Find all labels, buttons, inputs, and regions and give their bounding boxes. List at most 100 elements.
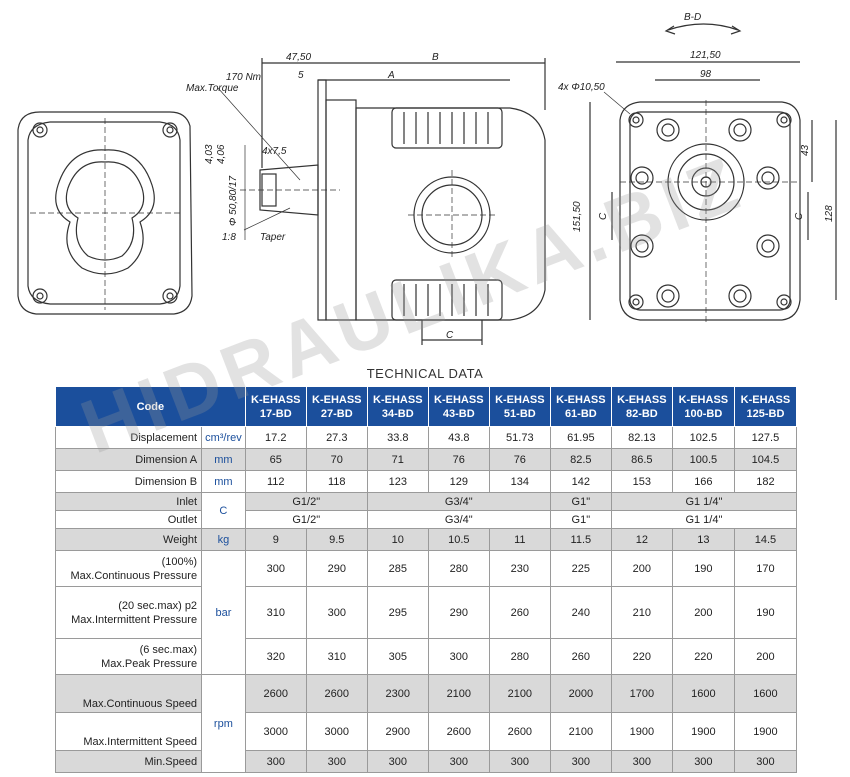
value-cell: 153 xyxy=(610,470,673,493)
value-cell: 1900 xyxy=(671,712,735,751)
unit-cell: cm³/rev xyxy=(201,426,246,449)
value-cell: G3/4" xyxy=(366,492,551,511)
unit-cell: rpm xyxy=(201,674,246,773)
value-cell: 1900 xyxy=(733,712,798,751)
value-cell: 225 xyxy=(549,550,612,587)
value-cell: 1600 xyxy=(671,674,735,713)
value-cell: 260 xyxy=(549,638,612,675)
value-cell: 285 xyxy=(366,550,429,587)
value-cell: 61.95 xyxy=(549,426,612,449)
value-cell: 310 xyxy=(244,586,307,639)
value-cell: 27.3 xyxy=(305,426,368,449)
value-cell: 2000 xyxy=(549,674,612,713)
value-cell: 65 xyxy=(244,448,307,471)
value-cell: 129 xyxy=(427,470,490,493)
value-cell: 300 xyxy=(244,550,307,587)
side-view-drawing xyxy=(217,58,546,345)
value-cell: G3/4" xyxy=(366,510,551,529)
value-cell: 2600 xyxy=(427,712,490,751)
value-cell: 2600 xyxy=(488,712,551,751)
unit-cell: bar xyxy=(201,550,246,675)
value-cell: 86.5 xyxy=(610,448,673,471)
row-label: Max.Intermittent Speed xyxy=(54,712,203,751)
value-cell: 14.5 xyxy=(733,528,798,551)
code-header: Code xyxy=(55,386,246,427)
dim-47-50: 47,50 xyxy=(286,52,311,63)
dim-170nm: 170 Nm xyxy=(226,72,261,83)
value-cell: 305 xyxy=(366,638,429,675)
dim-c-right: C xyxy=(794,212,805,220)
dim-c-left: C xyxy=(598,212,609,220)
value-cell: 71 xyxy=(366,448,429,471)
value-cell: 290 xyxy=(305,550,368,587)
dimension-a-row: Dimension A mm 65 70 71 76 76 82.5 86.5 … xyxy=(54,448,798,471)
value-cell: 76 xyxy=(488,448,551,471)
min-speed-row: Min.Speed 300 300 300 300 300 300 300 30… xyxy=(54,750,798,773)
value-cell: 2900 xyxy=(366,712,429,751)
value-cell: 170 xyxy=(733,550,798,587)
value-cell: 76 xyxy=(427,448,490,471)
value-cell: 118 xyxy=(305,470,368,493)
value-cell: 230 xyxy=(488,550,551,587)
value-cell: 210 xyxy=(610,586,673,639)
value-cell: 190 xyxy=(733,586,798,639)
value-cell: 290 xyxy=(427,586,490,639)
value-cell: 300 xyxy=(244,750,307,773)
value-cell: 51.73 xyxy=(488,426,551,449)
row-label: Displacement xyxy=(54,426,203,449)
value-cell: G1/2" xyxy=(244,510,368,529)
dim-4-03: 4,03 xyxy=(204,144,215,164)
row-label: Dimension B xyxy=(54,470,203,493)
value-cell: 300 xyxy=(427,638,490,675)
max-continuous-pressure-row: (100%)Max.Continuous Pressure bar 300 29… xyxy=(54,550,798,675)
row-label: Inlet xyxy=(54,492,203,511)
value-cell: 280 xyxy=(427,550,490,587)
value-cell: 134 xyxy=(488,470,551,493)
dim-c-side: C xyxy=(446,330,454,341)
value-cell: G1 1/4" xyxy=(610,492,798,511)
value-cell: G1" xyxy=(549,510,612,529)
value-cell: 33.8 xyxy=(366,426,429,449)
value-cell: 300 xyxy=(671,750,735,773)
value-cell: 300 xyxy=(610,750,673,773)
value-cell: 2600 xyxy=(244,674,307,713)
value-cell: 182 xyxy=(733,470,798,493)
value-cell: 70 xyxy=(305,448,368,471)
dim-4-06: 4,06 xyxy=(216,144,227,164)
value-cell: 104.5 xyxy=(733,448,798,471)
unit-cell: mm xyxy=(201,470,246,493)
dim-43: 43 xyxy=(800,144,811,156)
value-cell: 300 xyxy=(488,750,551,773)
max-intermittent-speed-row: Max.Intermittent Speed 3000 3000 2900 26… xyxy=(54,712,798,751)
value-cell: 200 xyxy=(733,638,798,675)
value-cell: G1" xyxy=(549,492,612,511)
value-cell: 200 xyxy=(610,550,673,587)
value-cell: 9.5 xyxy=(305,528,368,551)
taper-ratio: 1:8 xyxy=(222,232,236,243)
value-cell: 2300 xyxy=(366,674,429,713)
value-cell: 123 xyxy=(366,470,429,493)
max-torque-label: Max.Torque xyxy=(186,83,239,94)
dim-98: 98 xyxy=(700,69,712,80)
value-cell: G1/2" xyxy=(244,492,368,511)
row-label: Weight xyxy=(54,528,203,551)
value-cell: 200 xyxy=(671,586,735,639)
value-cell: 82.5 xyxy=(549,448,612,471)
value-cell: 240 xyxy=(549,586,612,639)
dim-121-50: 121,50 xyxy=(690,50,721,61)
value-cell: 13 xyxy=(671,528,735,551)
value-cell: 300 xyxy=(733,750,798,773)
hole-spec: 4x Φ10,50 xyxy=(558,82,605,93)
value-cell: 17.2 xyxy=(244,426,307,449)
value-cell: 10.5 xyxy=(427,528,490,551)
value-cell: 127.5 xyxy=(733,426,798,449)
row-label: Outlet xyxy=(54,510,203,529)
value-cell: 82.13 xyxy=(610,426,673,449)
value-cell: G1 1/4" xyxy=(610,510,798,529)
